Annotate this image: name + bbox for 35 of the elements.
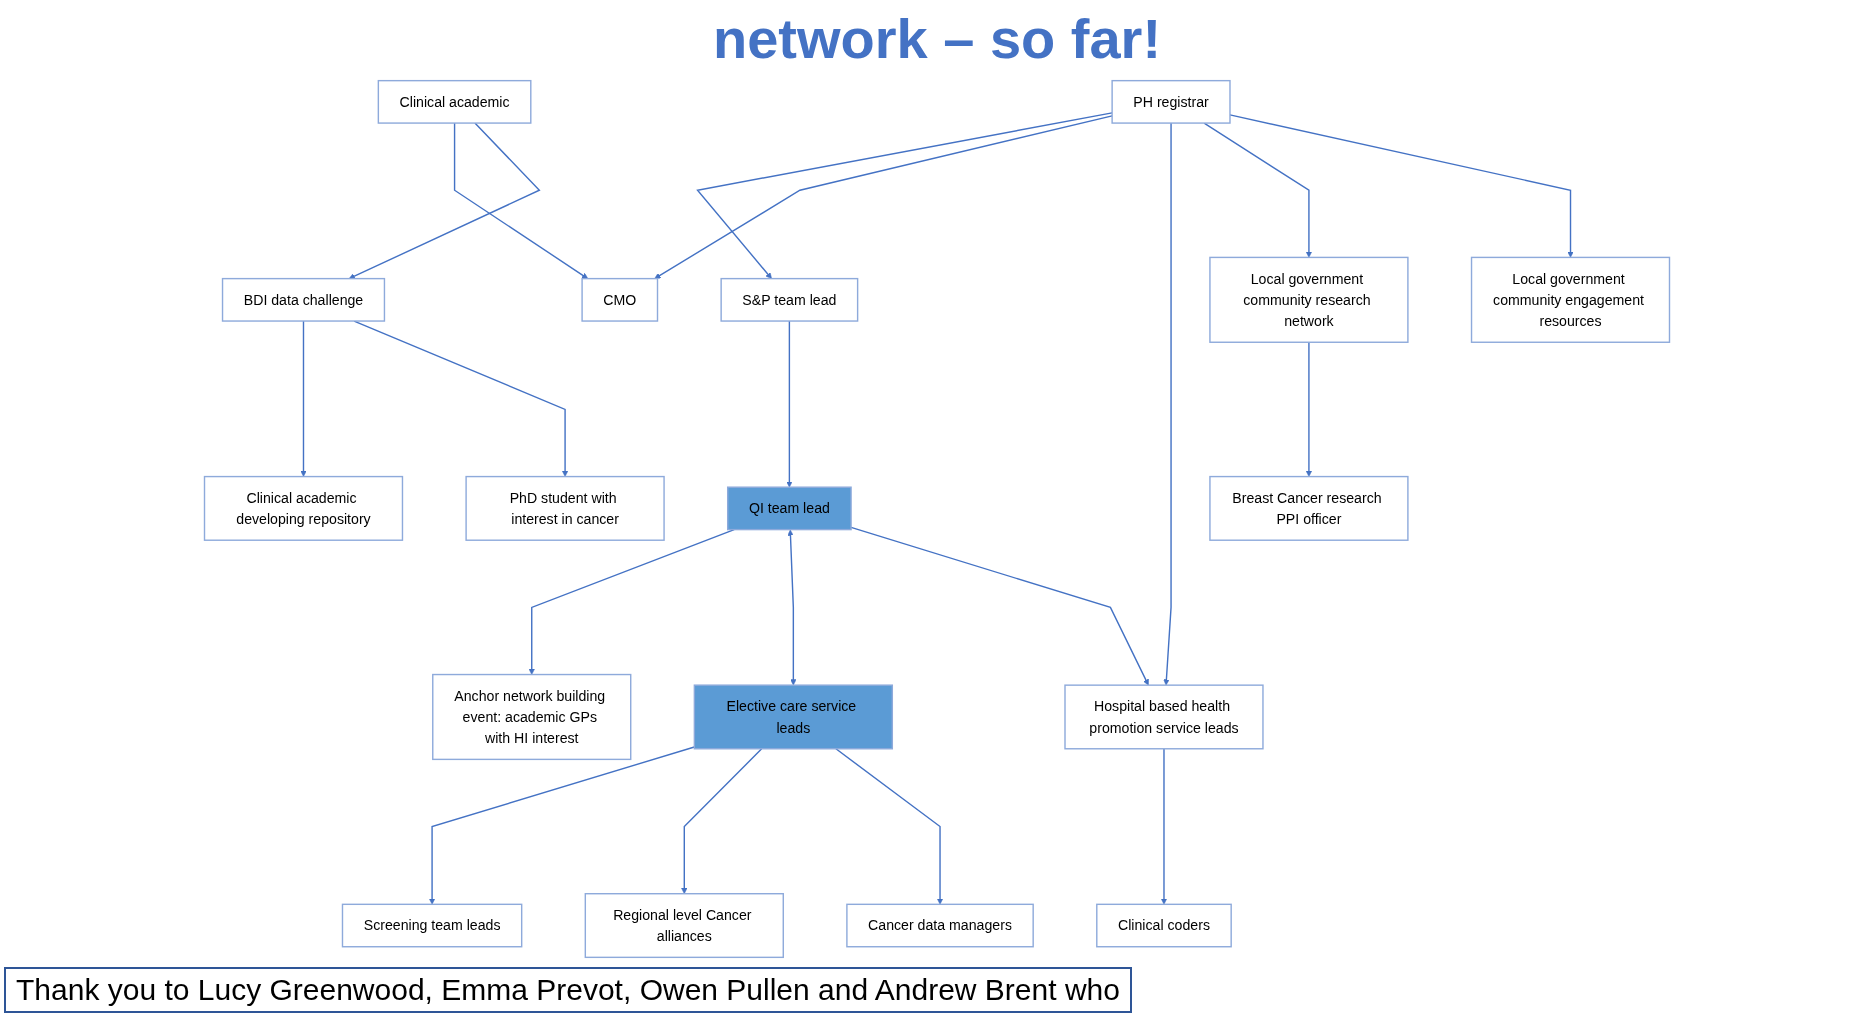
node-box: Local government community engagement resources	[1470, 256, 1671, 343]
node-box: Cancer data managers	[846, 903, 1034, 948]
arrow	[1203, 122, 1313, 258]
caption: Thank you to Lucy Greenwood, Emma Prevot, Owen Pullen and Andrew Brent who	[4, 967, 1132, 1013]
arrow	[835, 748, 944, 905]
node-box: Clinical academic	[377, 79, 532, 124]
node-box: S&P team lead	[720, 277, 859, 322]
arrow	[850, 526, 1149, 686]
node-box: Breast Cancer research PPI officer	[1209, 475, 1409, 541]
arrow	[300, 320, 307, 477]
arrow	[348, 122, 541, 280]
arrow	[428, 746, 696, 905]
node-box: BDI data challenge	[221, 277, 386, 322]
node-box: PH registrar	[1111, 79, 1231, 124]
arrow	[1163, 122, 1172, 686]
node-box: QI team lead	[727, 486, 852, 531]
node-box: Clinical academic developing repository	[203, 475, 404, 541]
arrow	[1160, 748, 1168, 905]
node-box: Regional level Cancer alliances	[584, 893, 784, 959]
node-box: Hospital based health promotion service leads	[1064, 684, 1264, 750]
arrow	[528, 528, 735, 675]
node-box: Screening team leads	[341, 903, 523, 948]
node-box: Anchor network building event: academic GPs with HI interest	[432, 673, 632, 761]
node-box: Elective care service leads	[693, 684, 894, 750]
arrow	[681, 748, 763, 894]
arrow	[453, 122, 589, 279]
node-box: CMO	[581, 277, 659, 322]
node-box: Clinical coders	[1096, 903, 1232, 948]
arrow	[786, 320, 793, 488]
arrow	[787, 529, 797, 686]
arrow	[1229, 114, 1574, 258]
arrow	[1305, 341, 1313, 477]
node-box: PhD student with interest in cancer	[465, 475, 665, 541]
title: network – so far!	[712, 6, 1162, 71]
node-box: Local government community research network	[1209, 256, 1409, 343]
